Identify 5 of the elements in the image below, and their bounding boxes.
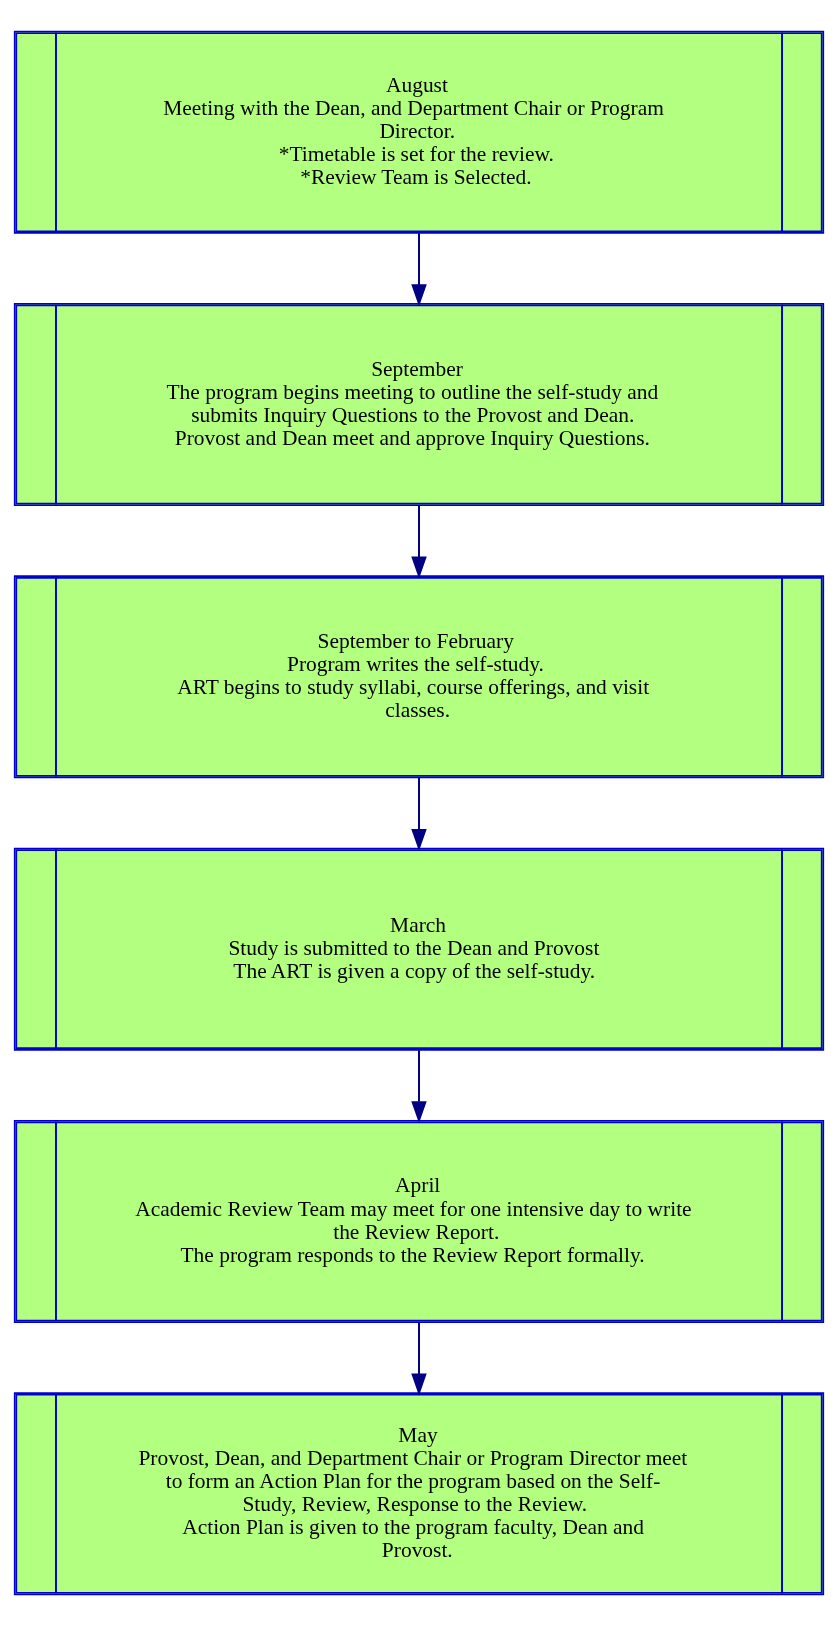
arrow	[411, 231, 427, 306]
arrow	[411, 1321, 427, 1396]
arrow	[411, 776, 427, 851]
arrow	[411, 1048, 427, 1123]
arrow	[411, 504, 427, 579]
